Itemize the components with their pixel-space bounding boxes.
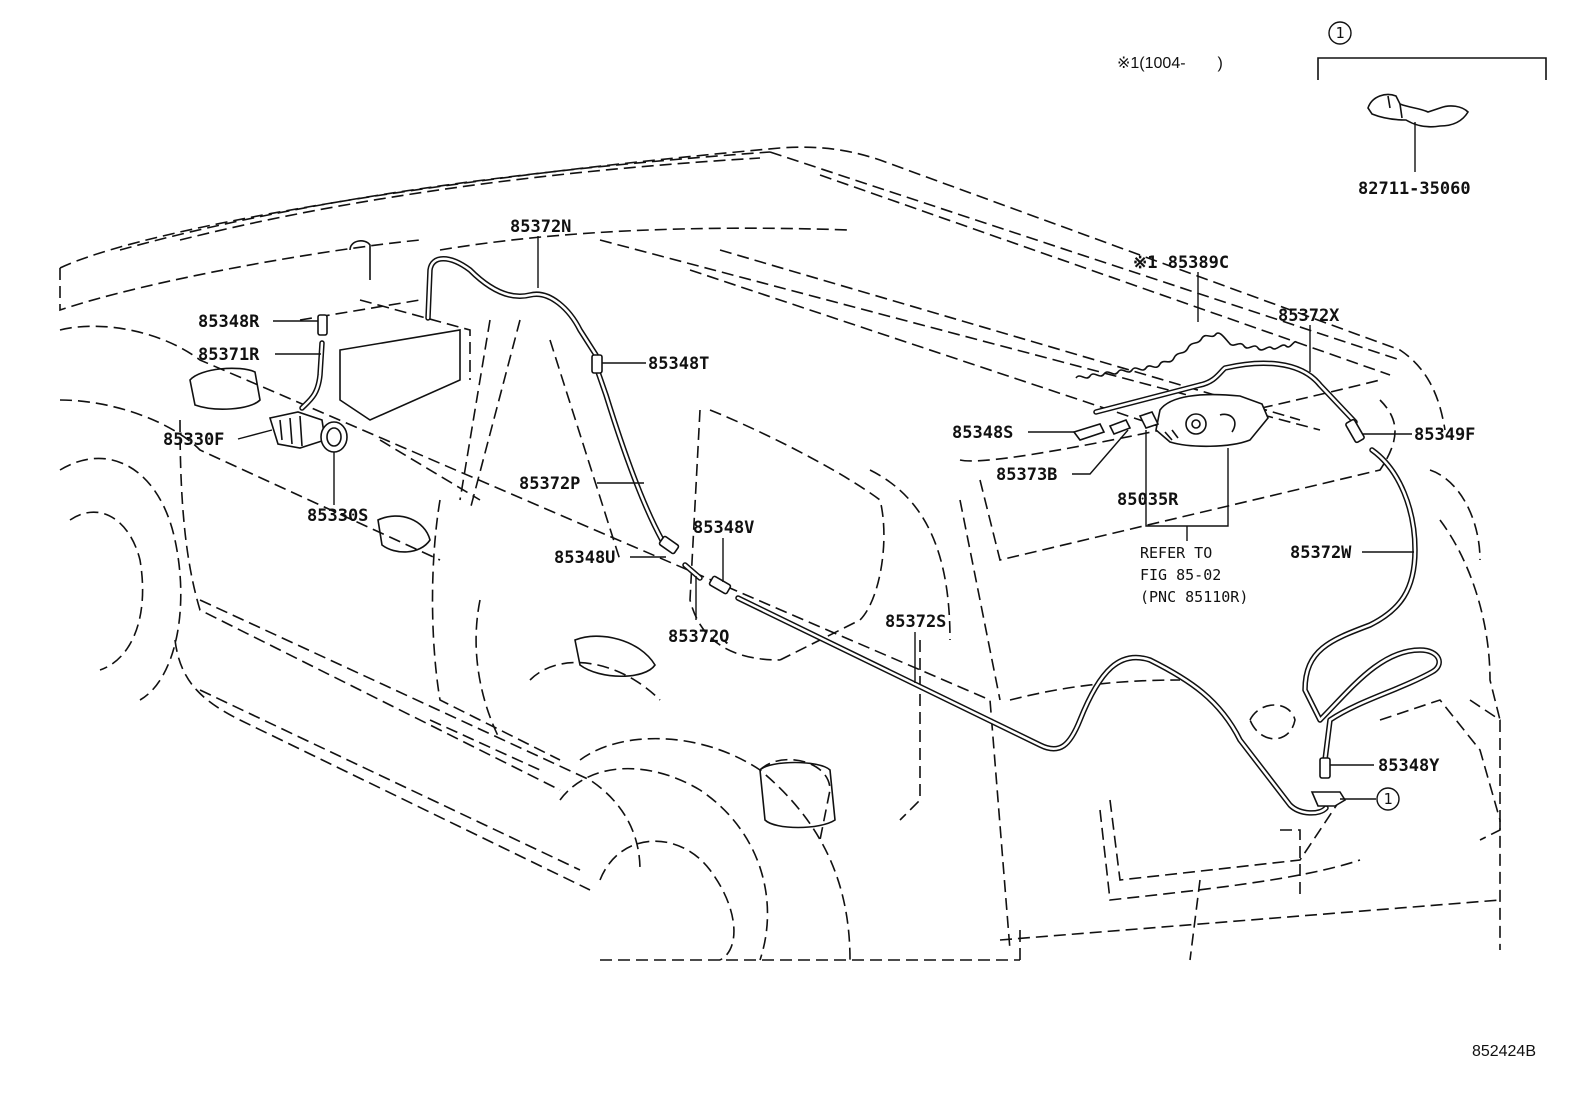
variant-note: ※1(1004- ) (1117, 55, 1223, 72)
washer-hoses (299, 256, 1442, 816)
nozzle-85348S (1072, 423, 1106, 441)
label-85372W: 85372W (1290, 543, 1352, 563)
label-85330S: 85330S (307, 506, 368, 526)
callout-circle-rear (1376, 787, 1400, 811)
joint-85348T (591, 354, 603, 374)
label-85348Y: 85348Y (1378, 756, 1440, 776)
label-85372P: 85372P (519, 474, 580, 494)
callout-circle-top (1328, 21, 1352, 45)
label-82711-35060: 82711-35060 (1358, 179, 1471, 199)
joint-85349F (1345, 418, 1365, 444)
joint-85348V (708, 575, 732, 595)
label-85389C: ※1 85389C (1133, 253, 1229, 273)
refer-line-2: FIG 85-02 (1140, 566, 1221, 584)
label-85373B: 85373B (996, 465, 1057, 485)
front-washer-parts (268, 411, 348, 453)
label-85349F: 85349F (1414, 425, 1475, 445)
label-85372N: 85372N (510, 217, 571, 237)
label-85035R: 85035R (1117, 490, 1179, 510)
clip-detail (1317, 57, 1547, 172)
washer-motor-85330F (268, 411, 326, 449)
clip-rear (1310, 791, 1347, 807)
callout-number-rear: 1 (1383, 790, 1392, 808)
refer-line-1: REFER TO (1140, 544, 1212, 562)
clip-82711-35060 (1367, 93, 1470, 128)
diagram-id: 852424B (1472, 1043, 1536, 1060)
joint-85348Y (1319, 757, 1331, 779)
label-85372S: 85372S (885, 612, 946, 632)
refer-line-3: (PNC 85110R) (1140, 588, 1248, 606)
label-85348S: 85348S (952, 423, 1013, 443)
coiled-hose-85389C (1075, 332, 1297, 379)
joint-85348R (317, 314, 328, 336)
label-85371R: 85371R (198, 345, 260, 365)
label-85372X: 85372X (1278, 306, 1340, 326)
label-85348U: 85348U (554, 548, 615, 568)
joint-85348U (658, 535, 680, 555)
label-85348T: 85348T (648, 354, 709, 374)
label-85372Q: 85372Q (668, 627, 729, 647)
label-85330F: 85330F (163, 430, 224, 450)
callout-number-top: 1 (1335, 24, 1344, 42)
grommet-85330S (320, 421, 348, 453)
vehicle-outline (59, 146, 1501, 961)
leader-lines (237, 236, 1414, 800)
label-85348R: 85348R (198, 312, 260, 332)
label-85348V: 85348V (693, 518, 754, 538)
rear-washer-tank (1072, 332, 1297, 448)
